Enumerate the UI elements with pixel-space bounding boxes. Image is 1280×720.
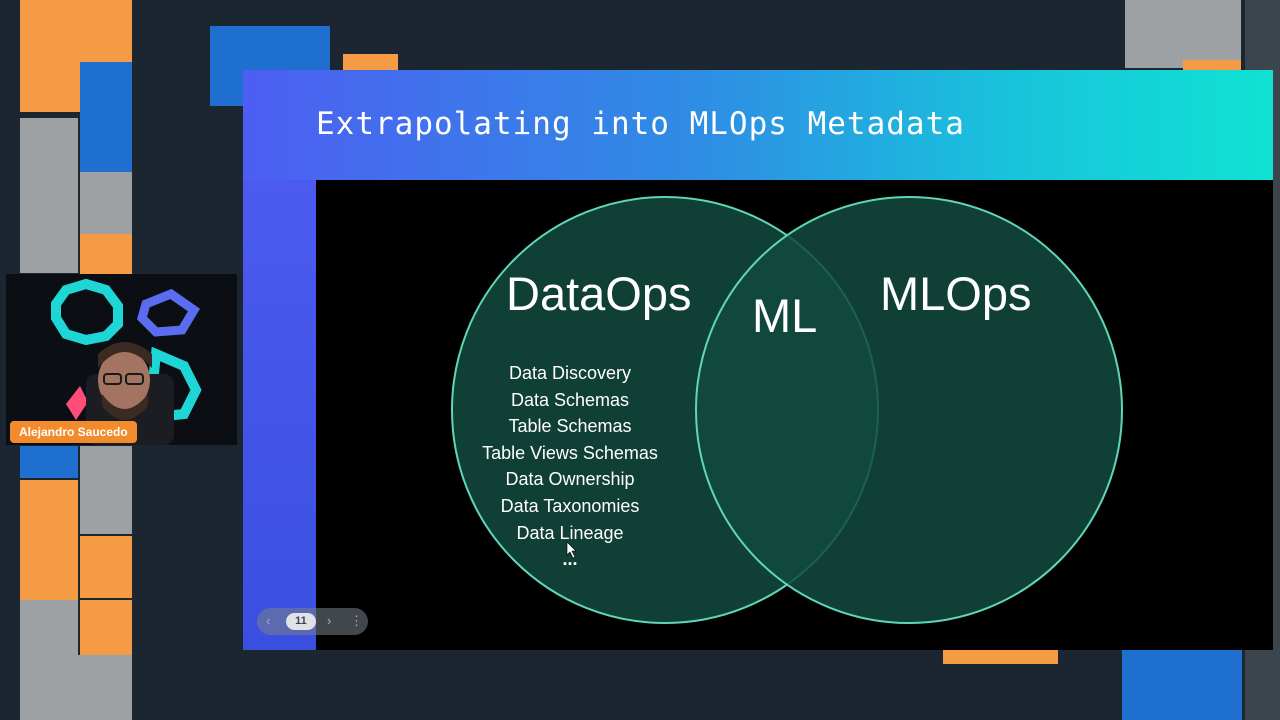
slide-title: Extrapolating into MLOps Metadata: [316, 106, 965, 142]
bg-block: [20, 480, 78, 600]
webcam-feed: [6, 274, 237, 445]
presenter-name-tag: Alejandro Saucedo: [10, 421, 137, 443]
slide-header: Extrapolating into MLOps Metadata: [243, 70, 1273, 180]
bg-block: [20, 118, 78, 273]
bg-block: [80, 600, 132, 655]
list-item: Data Ownership: [505, 469, 635, 490]
dataops-label: DataOps: [506, 267, 692, 320]
bg-block: [80, 446, 132, 534]
bg-block: [1125, 0, 1241, 68]
bg-block: [1122, 650, 1242, 720]
mlops-circle: [695, 196, 1123, 624]
bg-block: [80, 62, 132, 172]
bg-block: [80, 234, 132, 274]
list-item: Data Discovery: [508, 363, 632, 383]
bg-block: [20, 446, 78, 478]
bg-block: [343, 54, 398, 72]
bg-block: [80, 536, 132, 598]
ml-intersection-label: ML: [752, 289, 818, 342]
page-number: 11: [286, 613, 316, 630]
slide-side-bar: [243, 180, 316, 650]
more-vertical-icon[interactable]: ⋮: [350, 613, 363, 628]
chevron-left-icon[interactable]: ‹: [266, 613, 271, 628]
list-item: Data Lineage: [516, 522, 624, 543]
cursor-icon: [566, 541, 577, 559]
bg-block: [20, 655, 132, 720]
dataops-items-list: Data Discovery Data Schemas Table Schema…: [470, 360, 670, 573]
list-item: Table Views Schemas: [482, 442, 658, 463]
list-item: Data Taxonomies: [500, 495, 640, 516]
bg-block: [943, 650, 1058, 664]
list-item: Table Schemas: [508, 416, 632, 437]
bg-block: [1183, 60, 1241, 72]
webcam-image: [6, 274, 237, 445]
mlops-label: MLOps: [880, 267, 1032, 320]
chevron-right-icon[interactable]: ›: [327, 613, 332, 628]
list-item: ...: [562, 549, 578, 570]
list-item: Data Schemas: [510, 389, 630, 410]
bg-block: [80, 172, 132, 234]
slide-pager: ‹ 11 › ⋮: [257, 608, 368, 635]
